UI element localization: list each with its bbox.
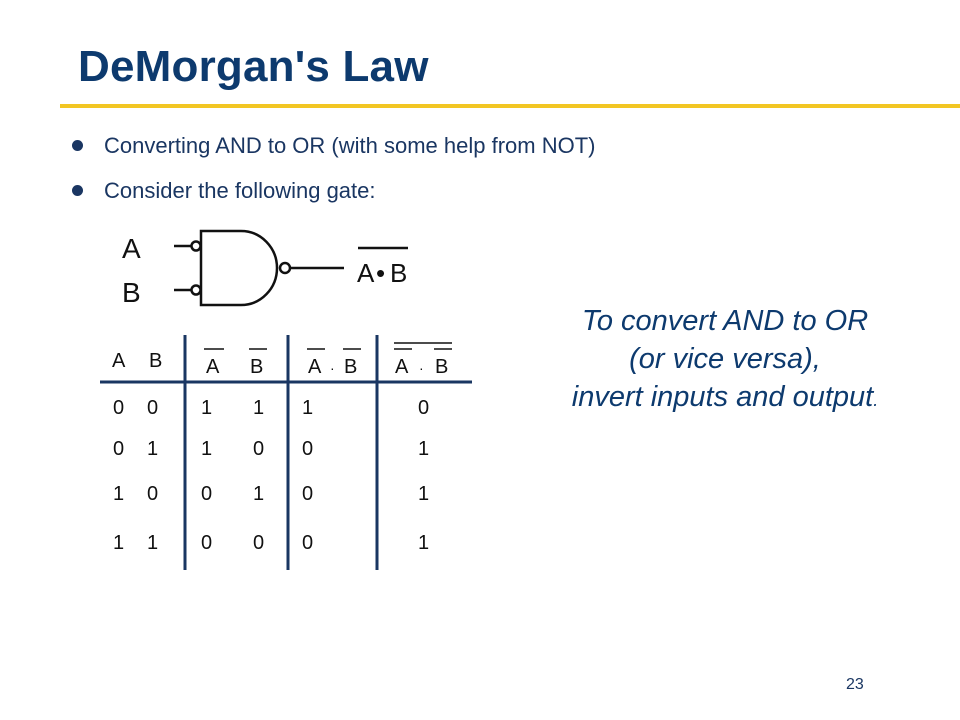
bullet-item: Converting AND to OR (with some help fro… [72,126,595,171]
callout-line-3-text: invert inputs and output [571,381,874,413]
truth-cell-r1-c2: 1 [201,438,212,460]
truth-cell-r2-c0: 1 [113,483,124,505]
slide-title: DeMorgan's Law [78,42,429,91]
truth-cell-r3-c2: 0 [201,532,212,554]
truth-cell-r1-c3: 0 [253,438,264,460]
header-nand-b: B [435,356,448,378]
header-and-dot: · [330,360,335,376]
gate-label-b: B [122,277,141,308]
header-nand-a: A [395,356,409,378]
gate-label-a: A [122,233,141,264]
input-a-inverter-bubble [190,240,202,252]
truth-cell-r1-c5: 1 [418,438,429,460]
truth-table-body: 0 0 1 1 1 0 0 1 1 0 0 1 1 0 0 1 0 1 1 1 0 0 0 1 [113,397,429,554]
output-inverter-bubble [278,261,292,275]
header-nand-dot: · [419,360,424,376]
callout-line-3: invert inputs and output. [510,378,940,419]
truth-cell-r3-c4: 0 [302,532,313,554]
truth-cell-r3-c5: 1 [418,532,429,554]
truth-cell-r0-c4: 1 [302,397,313,419]
header-not-b: B [250,356,263,378]
bullet-item: Consider the following gate: [72,171,595,216]
gate-output-b: B [390,258,407,288]
truth-cell-r1-c0: 0 [113,438,124,460]
nand-gate-diagram: A B A • B [122,229,408,308]
truth-cell-r2-c2: 0 [201,483,212,505]
truth-cell-r2-c4: 0 [302,483,313,505]
truth-cell-r1-c4: 0 [302,438,313,460]
truth-cell-r3-c0: 1 [113,532,124,554]
truth-cell-r0-c3: 1 [253,397,264,419]
callout-period: . [873,390,879,410]
truth-cell-r2-c1: 0 [147,483,158,505]
gate-output-dot: • [376,258,385,288]
truth-cell-r2-c5: 1 [418,483,429,505]
and-gate-body [199,229,279,307]
truth-cell-r3-c3: 0 [253,532,264,554]
input-b-inverter-bubble [190,284,202,296]
title-underline [60,104,960,108]
bullet-dot-icon [72,140,83,151]
truth-table: A B A B A · B A · B 0 0 1 1 1 0 0 1 1 0 0 1 1 0 0 1 0 1 1 1… [100,335,472,570]
bullet-dot-icon [72,185,83,196]
header-not-a: A [206,356,220,378]
callout-line-2: (or vice versa), [629,343,821,375]
bullet-text: Converting AND to OR (with some help fro… [104,133,596,158]
truth-cell-r0-c5: 0 [418,397,429,419]
truth-cell-r0-c2: 1 [201,397,212,419]
header-b: B [149,350,162,372]
header-and-a: A [308,356,322,378]
truth-cell-r0-c1: 0 [147,397,158,419]
bullet-text: Consider the following gate: [104,178,376,203]
page-number: 23 [846,676,864,693]
bullet-list: Converting AND to OR (with some help fro… [72,126,595,216]
truth-cell-r1-c1: 1 [147,438,158,460]
header-and-b: B [344,356,357,378]
gate-output-a: A [357,258,375,288]
header-a: A [112,350,126,372]
callout-text: To convert AND to OR (or vice versa), in… [510,302,940,419]
callout-line-1: To convert AND to OR [581,305,869,337]
truth-cell-r3-c1: 1 [147,532,158,554]
truth-cell-r2-c3: 1 [253,483,264,505]
truth-cell-r0-c0: 0 [113,397,124,419]
